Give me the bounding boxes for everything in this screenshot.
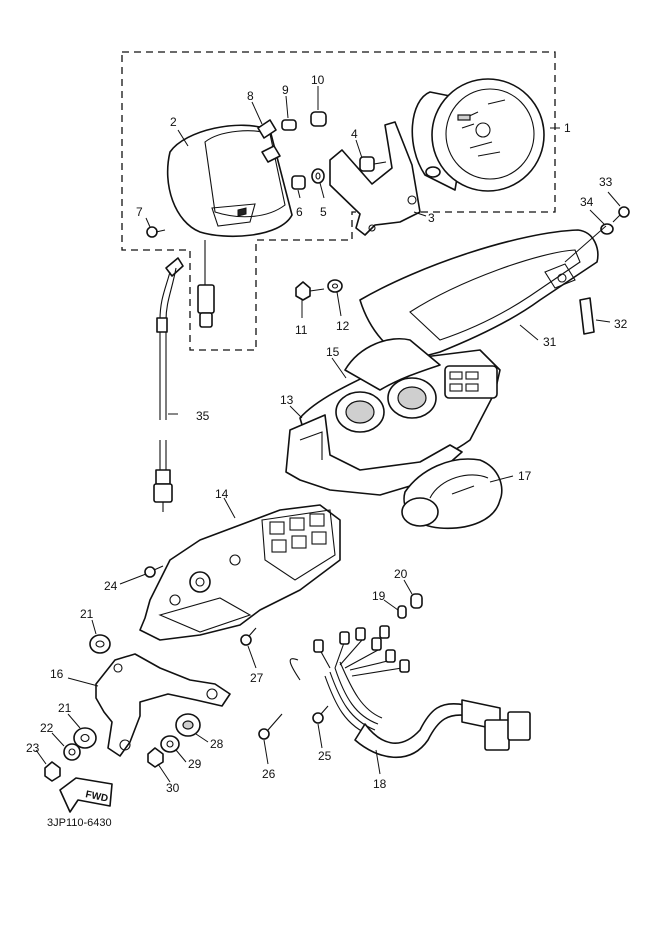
callout-13: 13 bbox=[280, 393, 294, 407]
forward-arrow-icon: FWD bbox=[59, 777, 113, 813]
callout-10: 10 bbox=[311, 73, 325, 87]
nut-23 bbox=[44, 761, 61, 782]
nut-30 bbox=[147, 747, 164, 768]
screw-33 bbox=[612, 206, 630, 223]
mounting-bracket bbox=[95, 653, 231, 757]
callout-7: 7 bbox=[136, 205, 143, 219]
callout-1: 1 bbox=[564, 121, 571, 135]
assembly-boundary bbox=[121, 51, 556, 351]
callout-31: 31 bbox=[543, 335, 557, 349]
drawing-code: 3JP110-6430 bbox=[47, 817, 112, 829]
callout-30: 30 bbox=[166, 781, 180, 795]
callout-33: 33 bbox=[599, 175, 613, 189]
callout-3: 3 bbox=[428, 211, 435, 225]
callout-5: 5 bbox=[320, 205, 327, 219]
meter-lead-wire bbox=[197, 240, 215, 328]
callout-18: 18 bbox=[373, 777, 387, 791]
callout-2: 2 bbox=[170, 115, 177, 129]
meter-housing bbox=[285, 414, 463, 496]
callout-numbers: 1 2 3 4 5 6 7 8 9 10 11 12 13 14 15 16 1… bbox=[26, 73, 628, 795]
callout-12: 12 bbox=[336, 319, 350, 333]
callout-4: 4 bbox=[351, 127, 358, 141]
screw-7 bbox=[146, 226, 166, 238]
screw-26 bbox=[258, 713, 283, 740]
screw-25 bbox=[312, 705, 329, 724]
damper-28 bbox=[175, 713, 201, 737]
damper-21a bbox=[89, 634, 111, 654]
callout-26: 26 bbox=[262, 767, 276, 781]
callout-15: 15 bbox=[326, 345, 340, 359]
callout-21b: 21 bbox=[58, 701, 72, 715]
callout-24: 24 bbox=[104, 579, 118, 593]
callout-28: 28 bbox=[210, 737, 224, 751]
fwd-label: FWD bbox=[84, 789, 109, 804]
bulb-19 bbox=[397, 605, 407, 619]
callout-32: 32 bbox=[614, 317, 628, 331]
callout-34: 34 bbox=[580, 195, 594, 209]
callout-23: 23 bbox=[26, 741, 40, 755]
gauge-face bbox=[401, 458, 503, 530]
leader-lines bbox=[35, 86, 621, 783]
callout-29: 29 bbox=[188, 757, 202, 771]
collar-22 bbox=[63, 743, 81, 761]
callout-22: 22 bbox=[40, 721, 54, 735]
callout-35: 35 bbox=[196, 409, 210, 423]
grommet bbox=[291, 175, 306, 190]
washer-34 bbox=[600, 223, 614, 235]
callout-11: 11 bbox=[295, 323, 308, 337]
bulb-20 bbox=[410, 593, 423, 609]
bulb-cap bbox=[310, 111, 327, 127]
speedometer-assembly bbox=[411, 78, 545, 192]
washer-12 bbox=[327, 279, 343, 293]
indicator-lamp-block bbox=[444, 365, 498, 399]
callout-19: 19 bbox=[372, 589, 386, 603]
washer-5 bbox=[311, 168, 325, 184]
callout-8: 8 bbox=[247, 89, 254, 103]
callout-6: 6 bbox=[296, 205, 303, 219]
bolt-11 bbox=[295, 281, 325, 301]
callout-9: 9 bbox=[282, 83, 289, 97]
screw-24 bbox=[144, 565, 164, 578]
speedometer-cable bbox=[153, 257, 184, 512]
screw-27 bbox=[240, 627, 257, 646]
callout-17: 17 bbox=[518, 469, 532, 483]
speedometer-cover bbox=[166, 124, 293, 238]
damper-21b bbox=[73, 727, 97, 749]
callout-14: 14 bbox=[215, 487, 229, 501]
callout-16: 16 bbox=[50, 667, 64, 681]
harness-bulb-sockets bbox=[313, 625, 410, 673]
meter-case bbox=[139, 504, 341, 641]
callout-21a: 21 bbox=[80, 607, 94, 621]
bulb-socket bbox=[257, 119, 281, 163]
meter-bracket bbox=[329, 121, 421, 236]
callout-20: 20 bbox=[394, 567, 408, 581]
damper-strip bbox=[579, 297, 595, 335]
callout-25: 25 bbox=[318, 749, 332, 763]
wire-harness bbox=[289, 639, 531, 759]
bulb bbox=[281, 119, 297, 131]
callout-27: 27 bbox=[250, 671, 264, 685]
bolt-4 bbox=[359, 156, 387, 172]
collar-29 bbox=[160, 735, 180, 753]
